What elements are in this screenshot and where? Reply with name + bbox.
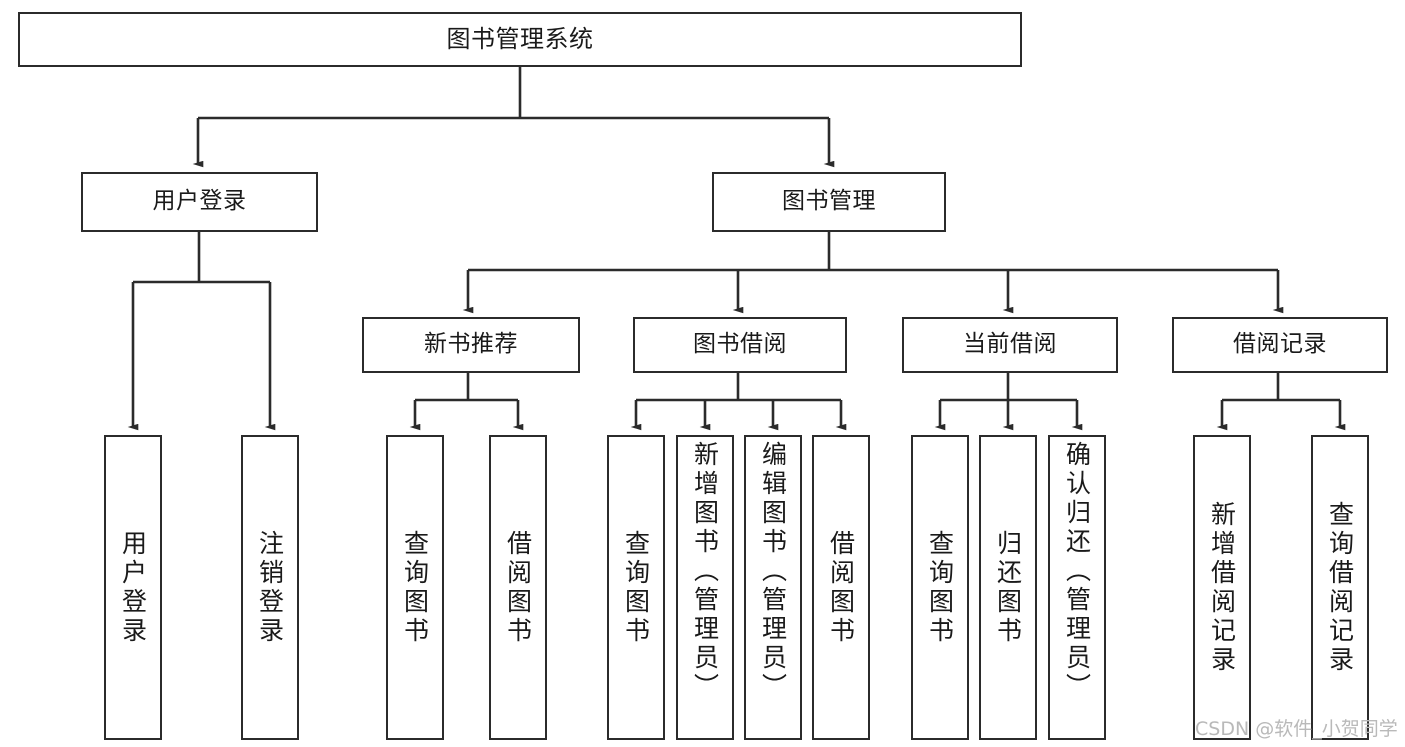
node-label: 注销登录 xyxy=(255,529,285,646)
node-book-management[interactable]: 图书管理 xyxy=(712,172,946,232)
leaf-return-book[interactable]: 归还图书 xyxy=(979,435,1037,740)
node-label: 借阅图书 xyxy=(826,529,856,646)
node-new-book-recommendation[interactable]: 新书推荐 xyxy=(362,317,580,373)
node-book-borrowing[interactable]: 图书借阅 xyxy=(633,317,847,373)
leaf-query-book-borrowing[interactable]: 查询图书 xyxy=(607,435,665,740)
node-label: 当前借阅 xyxy=(963,331,1057,358)
leaf-query-borrow-record[interactable]: 查询借阅记录 xyxy=(1311,435,1369,740)
node-label: 借阅记录 xyxy=(1233,331,1327,358)
node-label: 新增借阅记录 xyxy=(1207,500,1237,675)
node-label: 借阅图书 xyxy=(503,529,533,646)
csdn-watermark: CSDN @软件_小贺同学 xyxy=(1195,718,1398,740)
node-label: 确认归还（管理员） xyxy=(1062,441,1092,702)
node-root-library-system[interactable]: 图书管理系统 xyxy=(18,12,1022,67)
node-label: 新增图书（管理员） xyxy=(690,441,720,702)
leaf-add-borrow-record[interactable]: 新增借阅记录 xyxy=(1193,435,1251,740)
leaf-query-book-new-rec[interactable]: 查询图书 xyxy=(386,435,444,740)
node-label: 图书管理 xyxy=(782,188,876,215)
leaf-edit-book-admin[interactable]: 编辑图书（管理员） xyxy=(744,435,802,740)
node-label: 编辑图书（管理员） xyxy=(758,441,788,702)
node-label: 图书借阅 xyxy=(693,331,787,358)
leaf-logout[interactable]: 注销登录 xyxy=(241,435,299,740)
node-label: 查询图书 xyxy=(400,529,430,646)
node-label: 新书推荐 xyxy=(424,331,518,358)
leaf-confirm-return-admin[interactable]: 确认归还（管理员） xyxy=(1048,435,1106,740)
leaf-query-book-current[interactable]: 查询图书 xyxy=(911,435,969,740)
leaf-borrow-book-borrowing[interactable]: 借阅图书 xyxy=(812,435,870,740)
leaf-add-book-admin[interactable]: 新增图书（管理员） xyxy=(676,435,734,740)
node-label: 用户登录 xyxy=(118,529,148,646)
node-label: 查询图书 xyxy=(621,529,651,646)
node-user-login[interactable]: 用户登录 xyxy=(81,172,318,232)
node-label: 归还图书 xyxy=(993,529,1023,646)
node-label: 图书管理系统 xyxy=(446,25,594,54)
node-borrow-record[interactable]: 借阅记录 xyxy=(1172,317,1388,373)
node-label: 用户登录 xyxy=(152,188,247,215)
node-label: 查询图书 xyxy=(925,529,955,646)
node-current-borrowing[interactable]: 当前借阅 xyxy=(902,317,1118,373)
leaf-borrow-book-new-rec[interactable]: 借阅图书 xyxy=(489,435,547,740)
leaf-user-login[interactable]: 用户登录 xyxy=(104,435,162,740)
node-label: 查询借阅记录 xyxy=(1325,500,1355,675)
